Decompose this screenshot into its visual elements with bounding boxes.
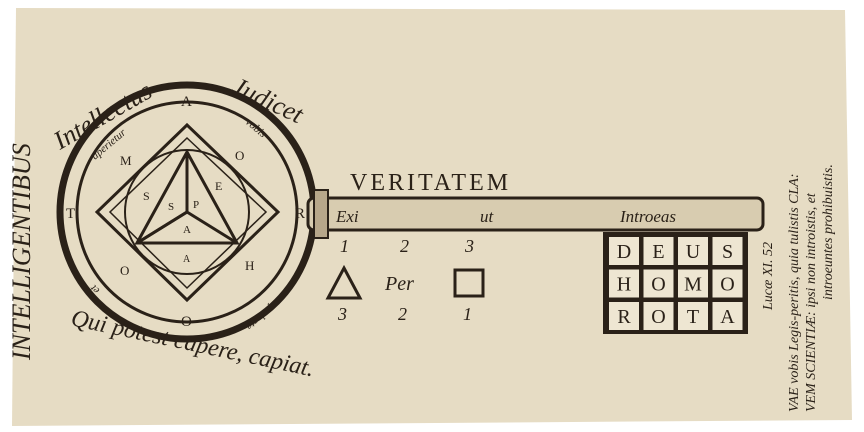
shaft-word: Introeas (619, 207, 676, 226)
number: 3 (464, 236, 474, 256)
square-letter: E (215, 179, 222, 193)
grid-letter: A (720, 306, 735, 328)
grid-letter: M (684, 274, 702, 296)
grid-letter: O (651, 274, 665, 296)
triangle-letter: A (183, 224, 191, 236)
triangle-letter: A (183, 254, 191, 265)
grid-cell (643, 302, 674, 330)
number: 3 (337, 304, 347, 324)
number: 2 (400, 236, 409, 256)
triangle-symbol (325, 264, 363, 300)
quote-line: introeuntes prohibuistis. (821, 164, 836, 300)
grid-cell (643, 237, 674, 265)
grid-letter: T (687, 306, 699, 328)
number: 1 (340, 236, 349, 256)
number: 1 (463, 304, 472, 324)
grid-cell (609, 237, 639, 265)
grid-cell (678, 269, 708, 298)
square-letter: H (245, 258, 254, 273)
grid-cell (678, 237, 708, 265)
grid-cell (712, 302, 743, 330)
quote-line: VEM SCIENTIÆ: ipsi non introistis, et (804, 192, 819, 412)
square-letter: M (120, 153, 132, 168)
ring-letter: T (66, 206, 75, 222)
ring-letter: A (181, 94, 192, 110)
grid-letter: R (617, 306, 631, 328)
grid-letter: H (617, 274, 631, 296)
square-letter: O (235, 148, 244, 163)
per-text: Per (384, 273, 414, 295)
grid-cell (678, 302, 708, 330)
grid-cell (712, 237, 743, 265)
quote-line: VAE vobis Legis-peritis, quia tulistis C… (787, 173, 802, 412)
shaft-word: ut (480, 207, 495, 226)
grid-cell (712, 269, 743, 298)
grid-letter: D (617, 241, 631, 263)
grid-letter: U (686, 241, 701, 263)
grid-letter: S (722, 241, 733, 263)
intelligentibus-text: INTELLIGENTIBUS (7, 143, 36, 361)
key-shaft (306, 189, 765, 239)
grid-letter: O (720, 274, 734, 296)
ring-letter: R (295, 206, 305, 222)
grid-cell (609, 269, 639, 298)
veritatem-text: VERITATEM (350, 170, 511, 196)
shaft-word: Exi (335, 207, 359, 226)
ring-letter: O (181, 314, 192, 330)
grid-cell (643, 269, 674, 298)
grid-cell (609, 302, 639, 330)
grid-letter: O (651, 306, 665, 328)
square-letter: O (120, 263, 129, 278)
grid-letter: E (652, 241, 664, 263)
triangle-letter: P (193, 199, 199, 211)
triangle-letter: S (143, 189, 150, 203)
number: 2 (398, 304, 407, 324)
square-symbol (453, 268, 485, 298)
triangle-letter: S (168, 201, 174, 213)
reference-text: Lucæ XI. 52 (761, 242, 776, 311)
